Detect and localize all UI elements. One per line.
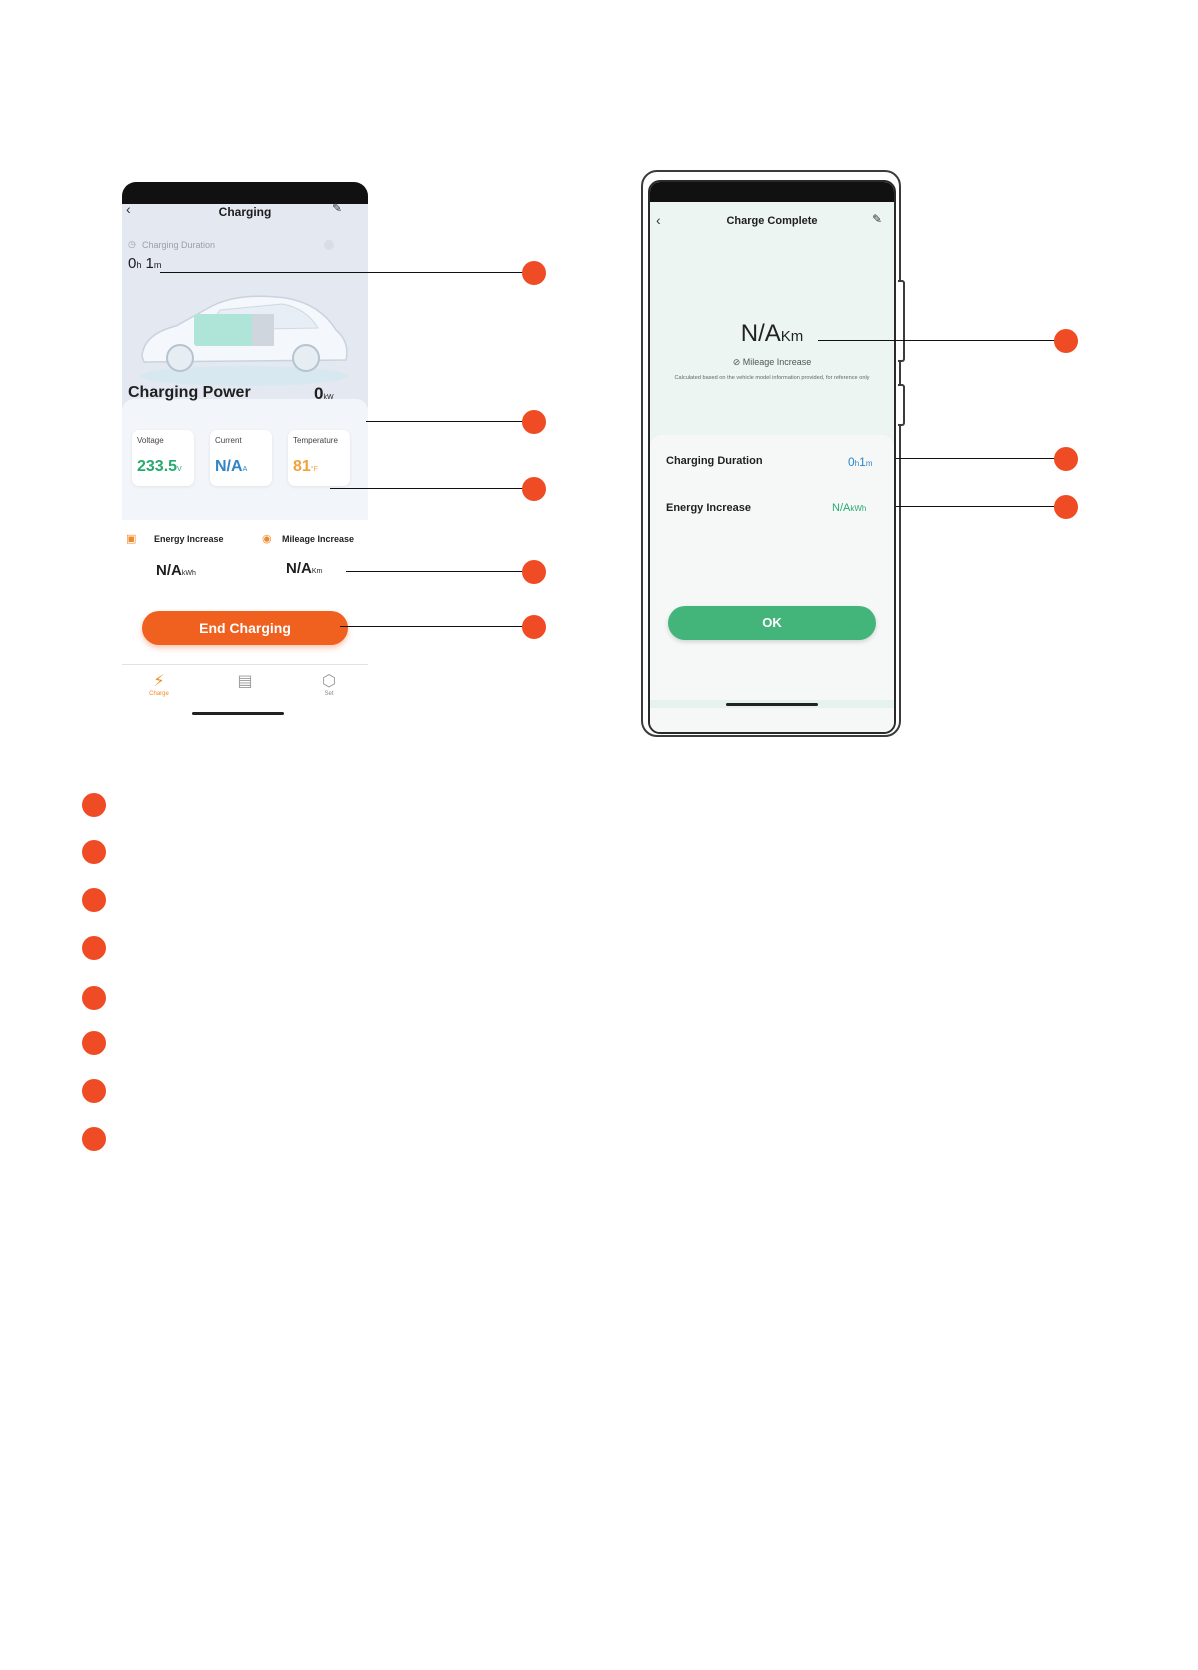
side-button <box>898 384 905 426</box>
duration-value: 0h1m <box>848 455 873 469</box>
records-icon: ▤ <box>237 673 253 690</box>
info-dot-icon <box>324 240 334 250</box>
page-title: Charging <box>218 205 272 219</box>
energy-value: N/AkWh <box>156 562 196 579</box>
callout-line <box>340 626 534 627</box>
metric-value: N/AA <box>215 458 248 475</box>
callout-marker <box>1054 447 1078 471</box>
callout-marker <box>522 560 546 584</box>
legend-marker <box>82 1127 106 1151</box>
charge-icon: ⚡ <box>153 673 165 690</box>
tab-set[interactable]: ⬡ Set <box>304 671 354 697</box>
callout-marker <box>1054 495 1078 519</box>
charging-screen: ‹ Charging ✎ ◷ Charging Duration 0h 1m C… <box>122 182 368 716</box>
metric-value: 81°F <box>293 458 318 475</box>
mileage-icon: ◉ <box>262 533 272 545</box>
summary-panel <box>650 435 894 732</box>
mileage-value: N/AKm <box>740 320 804 347</box>
callout-line <box>896 458 1058 459</box>
status-bar <box>650 182 894 202</box>
duration-value: 0h 1m <box>128 255 162 272</box>
home-indicator <box>192 712 284 715</box>
metric-label: Voltage <box>137 436 164 445</box>
legend-marker <box>82 840 106 864</box>
temperature-card: Temperature 81°F <box>288 430 350 486</box>
charging-power-value: 0kW <box>314 384 334 403</box>
callout-line <box>366 421 534 422</box>
energy-icon: ▣ <box>126 533 137 545</box>
legend-marker <box>82 986 106 1010</box>
car-illustration <box>140 295 348 386</box>
side-button <box>898 280 905 362</box>
callout-marker <box>522 410 546 434</box>
charge-complete-screen: ‹ Charge Complete ✎ N/AKm ⊘ Mileage Incr… <box>648 180 896 734</box>
mileage-label: Mileage Increase <box>282 534 355 544</box>
clock-icon: ◷ <box>128 239 136 249</box>
back-arrow-icon[interactable]: ‹ <box>656 212 661 228</box>
back-arrow-icon[interactable]: ‹ <box>126 201 131 217</box>
legend-marker <box>82 1031 106 1055</box>
callout-line <box>818 340 1058 341</box>
energy-label: Energy Increase <box>154 534 224 544</box>
legend-marker <box>82 793 106 817</box>
callout-line <box>160 272 534 273</box>
energy-value: N/AkWh <box>832 502 867 514</box>
edit-pencil-icon[interactable]: ✎ <box>332 201 343 215</box>
mileage-value: N/AKm <box>286 560 323 577</box>
callout-marker <box>522 261 546 285</box>
voltage-card: Voltage 233.5V <box>132 430 194 486</box>
callout-marker <box>522 477 546 501</box>
mileage-label-row: ⊘ Mileage Increase <box>650 357 894 368</box>
mileage-icon: ⊘ <box>732 357 741 367</box>
ok-button[interactable]: OK <box>668 606 876 640</box>
increase-section <box>122 520 368 614</box>
callout-line <box>346 571 534 572</box>
settings-icon: ⬡ <box>322 673 336 690</box>
metric-value: 233.5V <box>137 458 182 475</box>
duration-label: Charging Duration <box>666 455 763 467</box>
legend-marker <box>82 1079 106 1103</box>
reference-note: Calculated based on the vehicle model in… <box>674 375 870 381</box>
edit-pencil-icon[interactable]: ✎ <box>872 212 883 226</box>
end-charging-button[interactable]: End Charging <box>142 611 348 645</box>
metric-label: Current <box>215 436 242 445</box>
callout-line <box>330 488 534 489</box>
tab-records[interactable]: ▤ <box>220 671 270 691</box>
callout-marker <box>522 615 546 639</box>
legend-marker <box>82 888 106 912</box>
legend-marker <box>82 936 106 960</box>
metric-label: Temperature <box>293 436 338 445</box>
energy-label: Energy Increase <box>666 502 751 514</box>
tab-bar: ⚡ Charge ▤ ⬡ Set <box>122 664 368 716</box>
page-title: Charge Complete <box>726 215 818 227</box>
home-indicator <box>726 703 818 706</box>
duration-label: Charging Duration <box>142 240 216 250</box>
mileage-label: Mileage Increase <box>742 357 812 367</box>
callout-line <box>896 506 1058 507</box>
charging-power-label: Charging Power <box>128 384 251 401</box>
current-card: Current N/AA <box>210 430 272 486</box>
callout-marker <box>1054 329 1078 353</box>
status-bar <box>122 182 368 204</box>
tab-charge[interactable]: ⚡ Charge <box>134 671 184 697</box>
